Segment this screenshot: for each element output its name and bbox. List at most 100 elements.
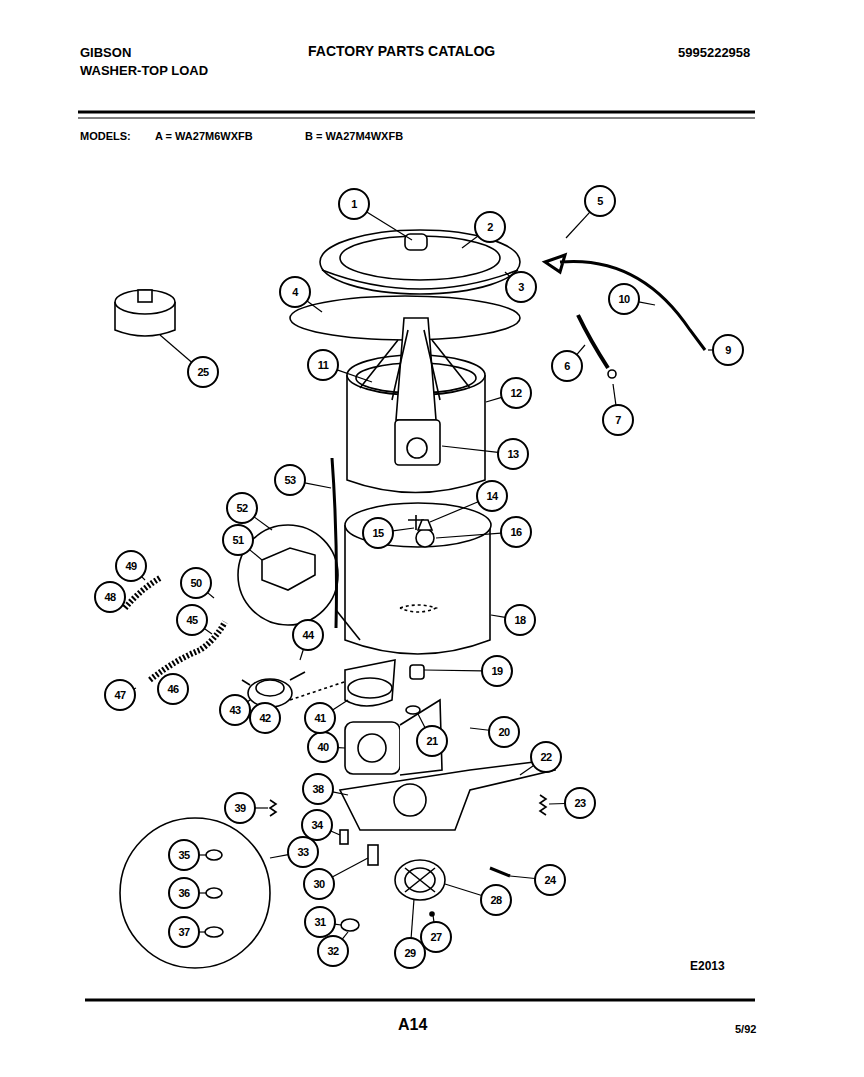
callout-number: 14 — [477, 481, 507, 511]
header-text: E2013 — [690, 960, 725, 972]
callout-number: 31 — [305, 907, 335, 937]
callout-number: 10 — [609, 284, 639, 314]
callout-number: 32 — [318, 936, 348, 966]
leader-line — [250, 550, 262, 560]
leader-line — [445, 884, 482, 896]
spring — [270, 800, 276, 816]
leader-line — [305, 483, 331, 488]
leader-line — [566, 212, 590, 238]
leader-line — [470, 728, 489, 730]
callout-number: 52 — [227, 493, 257, 523]
leader-line — [204, 629, 212, 634]
drive-pulley — [395, 860, 445, 900]
callout-circle — [585, 186, 615, 216]
pump — [242, 672, 350, 707]
callout-circle — [293, 620, 323, 650]
leader-line — [430, 502, 478, 522]
hose — [578, 315, 608, 368]
callout-circle — [250, 703, 280, 733]
callout-number: 53 — [275, 465, 305, 495]
callout-circle — [552, 351, 582, 381]
callout-circle — [116, 551, 146, 581]
outer-tub — [345, 503, 491, 654]
leader-line — [336, 610, 360, 640]
callout-number: 44 — [293, 620, 323, 650]
detail-circle — [120, 818, 270, 968]
washer — [206, 888, 222, 898]
callout-circle — [220, 695, 250, 725]
washer — [206, 850, 222, 860]
callout-number: 28 — [481, 885, 511, 915]
callout-number: 9 — [713, 335, 743, 365]
callout-circle — [565, 788, 595, 818]
callout-circle — [105, 680, 135, 710]
leader-line — [639, 302, 655, 305]
callout-circle — [395, 938, 425, 968]
leader-line — [486, 397, 502, 402]
leader-line — [255, 807, 268, 808]
clamp — [608, 370, 616, 378]
callout-circle — [609, 284, 639, 314]
leader-line — [424, 669, 482, 671]
callout-number: 3 — [506, 272, 536, 302]
callout-number: 12 — [501, 378, 531, 408]
pulley — [345, 660, 395, 706]
callout-number: 46 — [158, 674, 188, 704]
leader-line — [411, 899, 414, 938]
leader-line — [418, 714, 425, 728]
washer — [205, 927, 223, 937]
callout-number: 19 — [482, 656, 512, 686]
callout-number: 1 — [339, 189, 369, 219]
callout-number: 40 — [308, 732, 338, 762]
callout-number: 6 — [552, 351, 582, 381]
callout-number: 13 — [498, 439, 528, 469]
callout-number: 41 — [305, 703, 335, 733]
callout-circle — [188, 357, 218, 387]
callout-number: 11 — [308, 350, 338, 380]
callout-circle — [304, 869, 334, 899]
callout-circle — [169, 840, 199, 870]
callout-circle — [506, 272, 536, 302]
callout-circle — [308, 732, 338, 762]
leader-line — [270, 855, 288, 858]
washer — [406, 706, 420, 714]
callout-number: 39 — [225, 793, 255, 823]
callout-circle — [489, 717, 519, 747]
leader-line — [367, 212, 412, 240]
callout-number: 15 — [363, 518, 393, 548]
callout-number: 34 — [302, 810, 332, 840]
callout-circle — [280, 277, 310, 307]
callout-circle — [477, 481, 507, 511]
callout-circle — [482, 656, 512, 686]
callout-circle — [305, 907, 335, 937]
callout-number: 16 — [501, 517, 531, 547]
callout-number: 20 — [489, 717, 519, 747]
leader-line — [331, 831, 340, 835]
leader-line — [436, 533, 501, 538]
callout-number: 29 — [395, 938, 425, 968]
leader-line — [307, 301, 322, 312]
leader-line — [442, 446, 498, 452]
callout-number: 45 — [177, 605, 207, 635]
header-text: MODELS: — [80, 131, 131, 142]
callout-number: 18 — [505, 605, 535, 635]
callout-number: 51 — [223, 525, 253, 555]
callout-circle — [501, 517, 531, 547]
callout-circle — [95, 582, 125, 612]
callout-circle — [501, 378, 531, 408]
callout-circle — [535, 865, 565, 895]
hose — [332, 458, 337, 628]
callout-circle — [308, 350, 338, 380]
hose — [125, 578, 160, 608]
callout-number: 4 — [280, 277, 310, 307]
callout-number: 43 — [220, 695, 250, 725]
leader-line — [254, 517, 272, 530]
header-text: 5/92 — [735, 1024, 756, 1035]
callout-circle — [303, 774, 333, 804]
fill-hose — [545, 255, 705, 350]
footer-rule — [85, 999, 755, 1002]
callout-circle — [417, 726, 447, 756]
callout-number: 22 — [531, 742, 561, 772]
callout-number: 35 — [169, 840, 199, 870]
